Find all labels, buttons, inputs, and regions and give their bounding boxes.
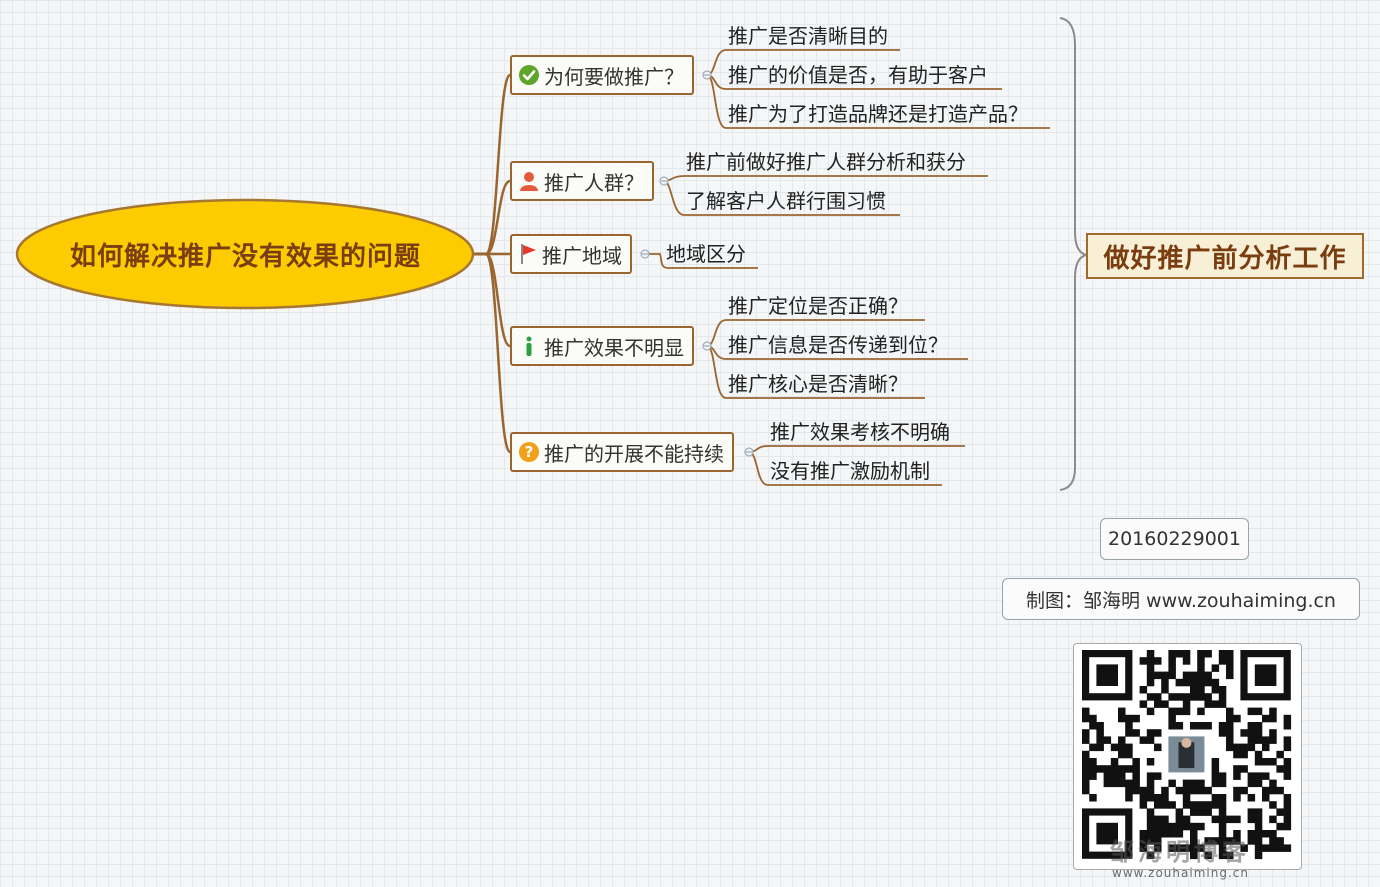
subtopic[interactable]: 推广是否清晰目的 <box>728 24 888 48</box>
subtopic[interactable]: 推广定位是否正确？ <box>728 294 908 318</box>
info-icon <box>518 335 540 357</box>
check-icon <box>518 64 540 86</box>
credit-label[interactable]: 制图：邹海明 www.zouhaiming.cn <box>1002 578 1360 620</box>
subtopic[interactable]: 了解客户人群行围习惯 <box>686 189 886 213</box>
qr-overlay-text: 邹海明博客 <box>1110 838 1250 866</box>
svg-text:?: ? <box>525 443 534 461</box>
topic-label: 推广人群？ <box>544 170 644 195</box>
subtopic[interactable]: 地域区分 <box>666 242 746 266</box>
topic-sustain[interactable]: ? 推广的开展不能持续 <box>510 432 734 472</box>
summary-topic[interactable]: 做好推广前分析工作 <box>1086 233 1364 279</box>
topic-region[interactable]: 推广地域 <box>510 234 632 274</box>
topic-label: 推广的开展不能持续 <box>544 441 724 466</box>
qr-code-icon <box>1082 650 1292 860</box>
qr-caption: www.zouhaiming.cn <box>1112 866 1249 880</box>
topic-effect[interactable]: 推广效果不明显 <box>510 326 694 366</box>
code-label[interactable]: 20160229001 <box>1100 518 1249 560</box>
central-topic[interactable]: 如何解决推广没有效果的问题 <box>69 241 421 272</box>
topic-why-promote[interactable]: 为何要做推广？ <box>510 55 694 95</box>
subtopic[interactable]: 推广核心是否清晰？ <box>728 372 908 396</box>
subtopic[interactable]: 推广为了打造品牌还是打造产品？ <box>728 102 1028 126</box>
subtopic[interactable]: 推广信息是否传递到位？ <box>728 333 948 357</box>
subtopic[interactable]: 推广效果考核不明确 <box>770 420 950 444</box>
question-icon: ? <box>518 441 540 463</box>
topic-label: 推广效果不明显 <box>544 335 684 360</box>
subtopic[interactable]: 推广的价值是否，有助于客户 <box>728 63 988 87</box>
subtopic[interactable]: 推广前做好推广人群分析和获分 <box>686 150 966 174</box>
topic-audience[interactable]: 推广人群？ <box>510 161 654 201</box>
subtopic[interactable]: 没有推广激励机制 <box>770 459 930 483</box>
topic-label: 推广地域 <box>542 243 622 268</box>
topic-label: 为何要做推广？ <box>544 64 684 89</box>
qr-code-image <box>1073 643 1302 870</box>
flag-icon <box>518 243 538 265</box>
person-icon <box>518 170 540 192</box>
